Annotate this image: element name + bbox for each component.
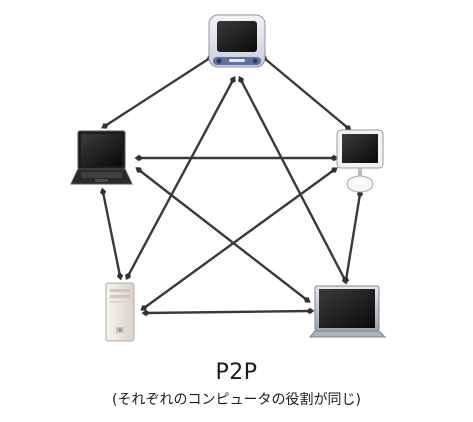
connector-end-marker	[342, 275, 350, 285]
connector-end-marker	[344, 125, 352, 131]
connection-line-laptop-left-to-powerbook-bottom-right	[138, 169, 308, 301]
connector-end-marker	[116, 271, 124, 281]
network-diagram	[70, 14, 387, 342]
connector-end-marker	[330, 167, 338, 173]
connector-end-marker	[101, 123, 109, 129]
black-laptop-icon	[70, 130, 133, 185]
connection-line-imac-top-to-laptop-left	[104, 56, 211, 128]
connector-end-marker	[238, 76, 244, 84]
connection-line-tower-bottom-left-to-powerbook-bottom-right	[145, 309, 311, 315]
connection-lines	[99, 55, 364, 317]
connection-line-emac-right-to-powerbook-bottom-right	[344, 193, 362, 281]
diagram-title: P2P	[215, 360, 258, 385]
connector-end-marker	[134, 154, 144, 162]
silver-laptop-icon	[308, 285, 387, 338]
diagram-subtitle: (それぞれのコンピュータの役割が同じ)	[112, 392, 361, 408]
tower-pc-icon	[105, 282, 135, 342]
crt-imac-icon	[208, 14, 266, 68]
connector-end-marker	[230, 76, 236, 84]
connector-end-marker	[329, 154, 339, 162]
connector-end-marker	[99, 187, 107, 197]
connection-line-imac-top-to-emac-right	[263, 57, 349, 129]
connection-line-laptop-left-to-tower-bottom-left	[101, 191, 122, 277]
connector-end-marker	[135, 167, 143, 173]
connector-end-marker	[140, 305, 148, 311]
connector-end-marker	[141, 309, 151, 317]
connector-end-marker	[305, 307, 315, 315]
white-imac-lamp-icon	[336, 129, 384, 193]
connector-end-marker	[125, 272, 131, 280]
connection-line-imac-top-to-tower-bottom-left	[126, 79, 235, 277]
connector-end-marker	[303, 297, 311, 303]
connection-line-emac-right-to-tower-bottom-left	[143, 169, 335, 309]
connection-line-imac-top-to-powerbook-bottom-right	[239, 79, 347, 281]
